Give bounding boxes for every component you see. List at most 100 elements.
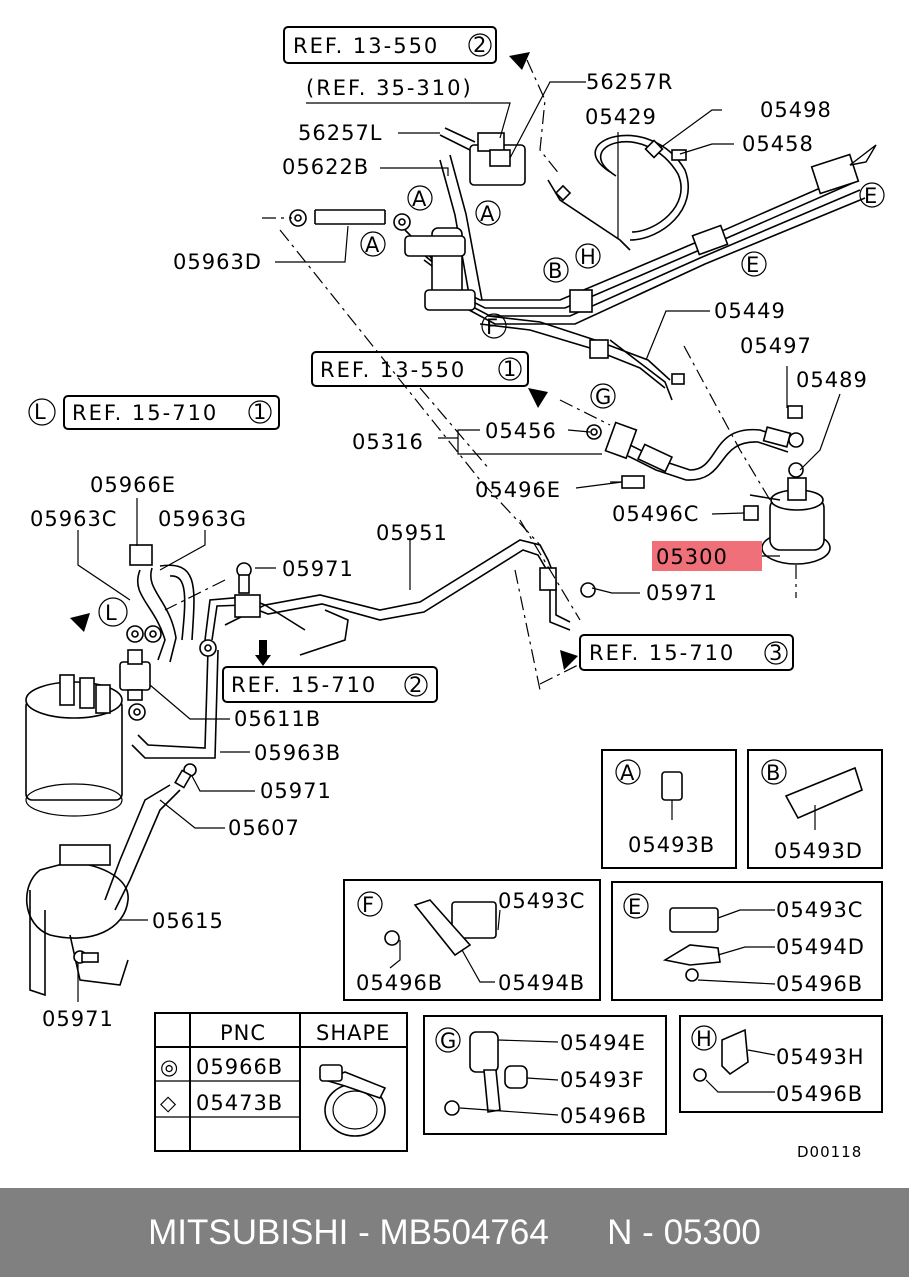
svg-text:L: L — [105, 601, 118, 625]
label-05971[interactable]: 05971 — [282, 557, 354, 581]
label-05607[interactable]: 05607 — [228, 816, 300, 840]
svg-text:E: E — [864, 184, 878, 208]
separator: - — [348, 1212, 380, 1252]
ref-15-710-2[interactable]: REF. 15-710 2 — [222, 666, 438, 703]
svg-text:B: B — [766, 761, 781, 785]
hose-05963D — [289, 209, 411, 231]
hose-05963G — [159, 564, 195, 641]
label-05497[interactable]: 05497 — [740, 334, 812, 358]
svg-text:(REF. 35-310): (REF. 35-310) — [306, 76, 473, 100]
svg-text:05496B: 05496B — [776, 1082, 863, 1106]
label-05489[interactable]: 05489 — [796, 368, 868, 392]
callout-F[interactable]: F — [481, 313, 507, 339]
svg-text:G: G — [440, 1029, 457, 1053]
svg-text:05493C: 05493C — [776, 898, 863, 922]
svg-text:2: 2 — [409, 673, 424, 697]
line-05449 — [609, 339, 673, 401]
svg-text:H: H — [580, 245, 597, 269]
bracket-icon — [413, 899, 472, 957]
label-56257L[interactable]: 56257L — [298, 121, 383, 145]
label-05971[interactable]: 05971 — [42, 1007, 114, 1031]
callout-E[interactable]: E — [741, 251, 767, 277]
label-56257R[interactable]: 56257R — [586, 70, 673, 94]
label-05966E[interactable]: 05966E — [90, 473, 176, 497]
label-05963B[interactable]: 05963B — [254, 741, 341, 765]
clamp-icon — [669, 907, 719, 933]
svg-text:05494B: 05494B — [498, 971, 585, 995]
svg-text:05493D: 05493D — [774, 839, 863, 863]
label-05963C[interactable]: 05963C — [30, 507, 117, 531]
arrow-icon — [560, 650, 578, 670]
svg-text:05496B: 05496B — [356, 971, 443, 995]
label-05458[interactable]: 05458 — [742, 132, 814, 156]
label-05316[interactable]: 05316 — [352, 430, 424, 454]
legend-pnc: 05473B — [196, 1091, 283, 1115]
ref-13-550-2[interactable]: REF. 13-550 2 — [283, 26, 497, 64]
label-05456[interactable]: 05456 — [485, 419, 557, 443]
svg-text:05496B: 05496B — [560, 1104, 647, 1128]
label-05496C[interactable]: 05496C — [612, 502, 699, 526]
label-05449[interactable]: 05449 — [714, 299, 786, 323]
clip-icon — [661, 771, 683, 801]
fuel-filter-05300[interactable] — [743, 405, 831, 565]
svg-text:REF. 13-550: REF. 13-550 — [320, 358, 466, 382]
svg-text:05493B: 05493B — [628, 833, 715, 857]
callout-H[interactable]: H — [575, 243, 601, 269]
parts-diagram: REF. 13-550 2 (REF. 35-310) REF. 13-550 … — [25, 26, 885, 1161]
svg-text:1: 1 — [503, 357, 518, 381]
svg-text:A: A — [620, 761, 635, 785]
detail-box-F: F 05493C 05496B 05494B — [343, 879, 601, 1001]
svg-text:B: B — [548, 259, 563, 283]
fuel-line-05951 — [204, 539, 596, 656]
bolt-icon — [444, 1100, 460, 1116]
brand: MITSUBISHI — [148, 1212, 349, 1252]
callout-A[interactable]: A — [407, 185, 433, 211]
callout-E[interactable]: E — [859, 182, 885, 208]
ref-15-710-1[interactable]: L REF. 15-710 1 — [28, 395, 280, 430]
svg-text:05494E: 05494E — [560, 1031, 646, 1055]
svg-text:H: H — [696, 1027, 713, 1051]
hose-clamp-icon — [319, 1064, 387, 1137]
highlight-05300 — [652, 541, 762, 571]
fuel-line-bundle — [404, 153, 866, 389]
label-05971[interactable]: 05971 — [646, 581, 718, 605]
bolt-icon — [685, 968, 699, 982]
legend-symbol-diamond: ◇ — [160, 1091, 177, 1115]
callout-A[interactable]: A — [360, 231, 386, 257]
label-05498[interactable]: 05498 — [760, 98, 832, 122]
svg-text:05494D: 05494D — [776, 935, 865, 959]
ref-13-550-1[interactable]: REF. 13-550 1 — [311, 351, 529, 387]
svg-text:3: 3 — [769, 641, 784, 665]
hose-05498 — [594, 134, 690, 241]
label-05429[interactable]: 05429 — [585, 105, 657, 129]
label-05300[interactable]: 05300 — [656, 545, 728, 569]
ref-15-710-3[interactable]: REF. 15-710 3 — [579, 634, 794, 671]
label-05496E[interactable]: 05496E — [475, 478, 561, 502]
label-05963D[interactable]: 05963D — [173, 250, 262, 274]
svg-text:05493H: 05493H — [776, 1045, 865, 1069]
clamp-icon — [451, 901, 497, 939]
legend-pnc: 05966B — [196, 1055, 283, 1079]
svg-text:REF. 15-710: REF. 15-710 — [72, 401, 218, 425]
legend-symbol-double-circle: ◎ — [160, 1055, 179, 1079]
label-05615[interactable]: 05615 — [152, 909, 224, 933]
detail-box-G: G 05494E 05493F 05496B — [423, 1015, 667, 1135]
svg-text:REF. 15-710: REF. 15-710 — [589, 641, 735, 665]
callout-L[interactable] — [98, 597, 128, 627]
fuel-line-05316 — [586, 421, 792, 481]
callout-B[interactable]: B — [543, 257, 569, 283]
ref-35-310[interactable]: (REF. 35-310) — [306, 76, 473, 100]
label-05971[interactable]: 05971 — [260, 779, 332, 803]
grommet-icon — [504, 1065, 528, 1089]
leader-lines — [77, 81, 841, 1002]
arrow-icon — [528, 388, 548, 408]
legend-col-shape: SHAPE — [316, 1021, 390, 1045]
detail-box-B: B 05493D — [747, 749, 883, 869]
svg-text:05493F: 05493F — [560, 1068, 645, 1092]
label-05951[interactable]: 05951 — [376, 521, 448, 545]
label-05622B[interactable]: 05622B — [282, 155, 369, 179]
callout-G[interactable]: G — [590, 383, 616, 409]
callout-A[interactable]: A — [475, 200, 501, 226]
label-05611B[interactable]: 05611B — [234, 707, 321, 731]
label-05963G[interactable]: 05963G — [158, 507, 247, 531]
